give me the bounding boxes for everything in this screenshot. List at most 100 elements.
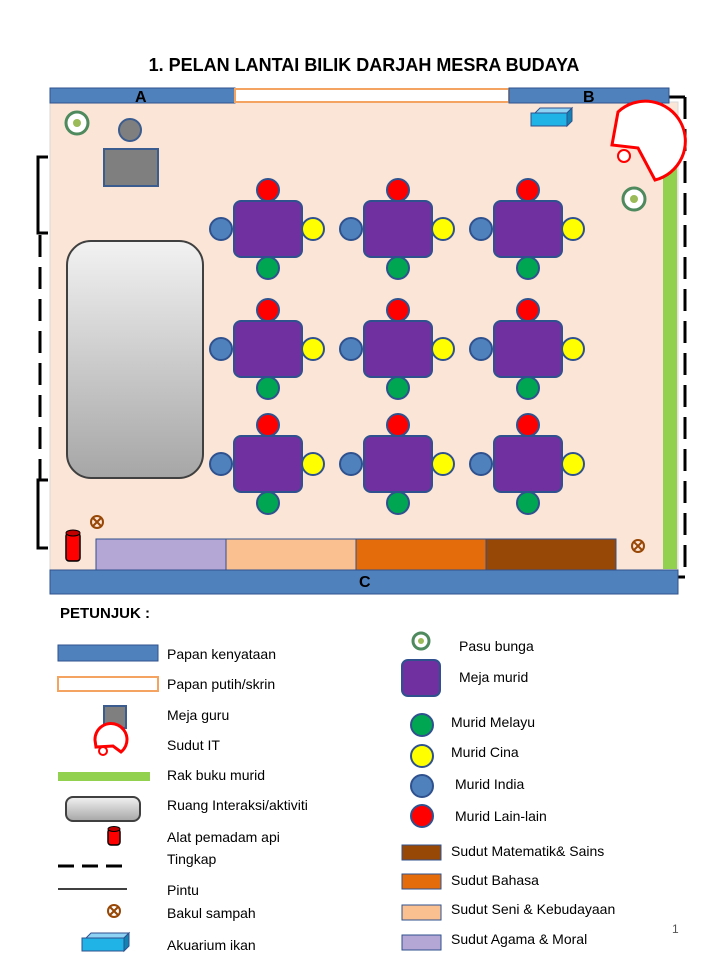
student-desk: [493, 435, 563, 493]
flower-pot-icon: [621, 186, 647, 212]
student-malay: [256, 491, 280, 515]
legend-label-others: Murid Lain-lain: [455, 808, 547, 824]
legend-math-science-icon: [401, 844, 442, 861]
legend-it-corner-icon: [93, 722, 129, 756]
student-desk: [363, 435, 433, 493]
notice-board-c: [49, 569, 679, 595]
language-corner: [355, 538, 487, 571]
legend-label-chinese: Murid Cina: [451, 744, 519, 760]
student-others: [516, 178, 540, 202]
student-others: [386, 178, 410, 202]
desk-group: [469, 413, 585, 515]
fire-extinguisher-icon: [65, 529, 81, 562]
student-indian: [339, 452, 363, 476]
legend-chinese-student-icon: [410, 744, 434, 768]
student-others: [386, 413, 410, 437]
trash-bin-icon: [631, 539, 645, 553]
label-c: C: [359, 574, 371, 591]
legend-label-fire-extinguisher: Alat pemadam api: [167, 829, 280, 845]
desk-group: [339, 178, 455, 280]
legend-indian-student-icon: [410, 774, 434, 798]
student-desk: [233, 320, 303, 378]
legend-label-teacher-desk: Meja guru: [167, 707, 230, 723]
desk-group: [469, 178, 585, 280]
student-chinese: [301, 452, 325, 476]
legend-language-icon: [401, 873, 442, 890]
student-malay: [256, 256, 280, 280]
student-desk: [493, 200, 563, 258]
page-title: 1. PELAN LANTAI BILIK DARJAH MESRA BUDAY…: [148, 55, 580, 75]
student-desk: [233, 435, 303, 493]
student-indian: [469, 452, 493, 476]
bookshelf: [663, 157, 677, 569]
religion-moral-corner: [95, 538, 227, 571]
student-indian: [469, 337, 493, 361]
desk-group: [339, 298, 455, 400]
notice-board-b: [508, 87, 670, 104]
label-b: B: [583, 89, 595, 106]
legend-label-religion-moral: Sudut Agama & Moral: [451, 931, 588, 947]
student-indian: [339, 217, 363, 241]
math-science-corner: [485, 538, 617, 571]
legend-label-door: Pintu: [167, 882, 199, 898]
student-chinese: [561, 452, 585, 476]
page-number: 1: [672, 922, 679, 936]
student-desk: [493, 320, 563, 378]
student-others: [256, 413, 280, 437]
desk-group: [209, 413, 325, 515]
legend-heading: PETUNJUK :: [60, 605, 151, 622]
legend-label-flower-pot: Pasu bunga: [459, 638, 534, 654]
legend-label-bookshelf: Rak buku murid: [167, 767, 266, 783]
student-chinese: [301, 337, 325, 361]
art-culture-corner: [225, 538, 357, 571]
it-corner-icon: [610, 99, 687, 182]
legend-label-indian: Murid India: [455, 776, 525, 792]
legend-trash-bin-icon: [107, 904, 121, 918]
legend-label-student-desk: Meja murid: [459, 669, 529, 685]
student-desk: [363, 320, 433, 378]
legend-others-student-icon: [410, 804, 434, 828]
student-indian: [209, 452, 233, 476]
student-indian: [209, 337, 233, 361]
student-malay: [256, 376, 280, 400]
student-chinese: [431, 452, 455, 476]
teacher-desk: [103, 148, 159, 187]
whiteboard: [234, 88, 510, 103]
desk-group: [469, 298, 585, 400]
legend-label-activity-room: Ruang Interaksi/aktiviti: [167, 797, 308, 813]
student-desk: [363, 200, 433, 258]
legend-label-malay: Murid Melayu: [451, 714, 536, 730]
student-chinese: [561, 217, 585, 241]
legend-art-culture-icon: [401, 904, 442, 921]
legend-label-math-science: Sudut Matematik& Sains: [451, 843, 605, 859]
student-desk: [233, 200, 303, 258]
legend-whiteboard-icon: [57, 676, 159, 692]
student-others: [516, 413, 540, 437]
student-chinese: [431, 217, 455, 241]
desk-group: [339, 413, 455, 515]
student-malay: [386, 376, 410, 400]
legend-religion-moral-icon: [401, 934, 442, 951]
student-indian: [339, 337, 363, 361]
student-malay: [386, 256, 410, 280]
student-malay: [516, 491, 540, 515]
student-indian: [209, 217, 233, 241]
student-others: [386, 298, 410, 322]
student-chinese: [301, 217, 325, 241]
student-indian: [469, 217, 493, 241]
desk-group: [209, 298, 325, 400]
legend-label-it-corner: Sudut IT: [167, 737, 220, 753]
student-chinese: [561, 337, 585, 361]
legend-student-desk-icon: [401, 659, 441, 697]
desk-group: [209, 178, 325, 280]
legend-fire-extinguisher-icon: [107, 826, 121, 846]
trash-bin-icon: [90, 515, 104, 529]
teacher-chair: [118, 118, 142, 142]
legend-label-trash-bin: Bakul sampah: [167, 905, 256, 921]
student-chinese: [431, 337, 455, 361]
activity-room: [66, 240, 204, 479]
legend-label-whiteboard: Papan putih/skrin: [167, 676, 276, 692]
student-desk-groups: [209, 178, 585, 515]
legend-label-window: Tingkap: [167, 851, 217, 867]
